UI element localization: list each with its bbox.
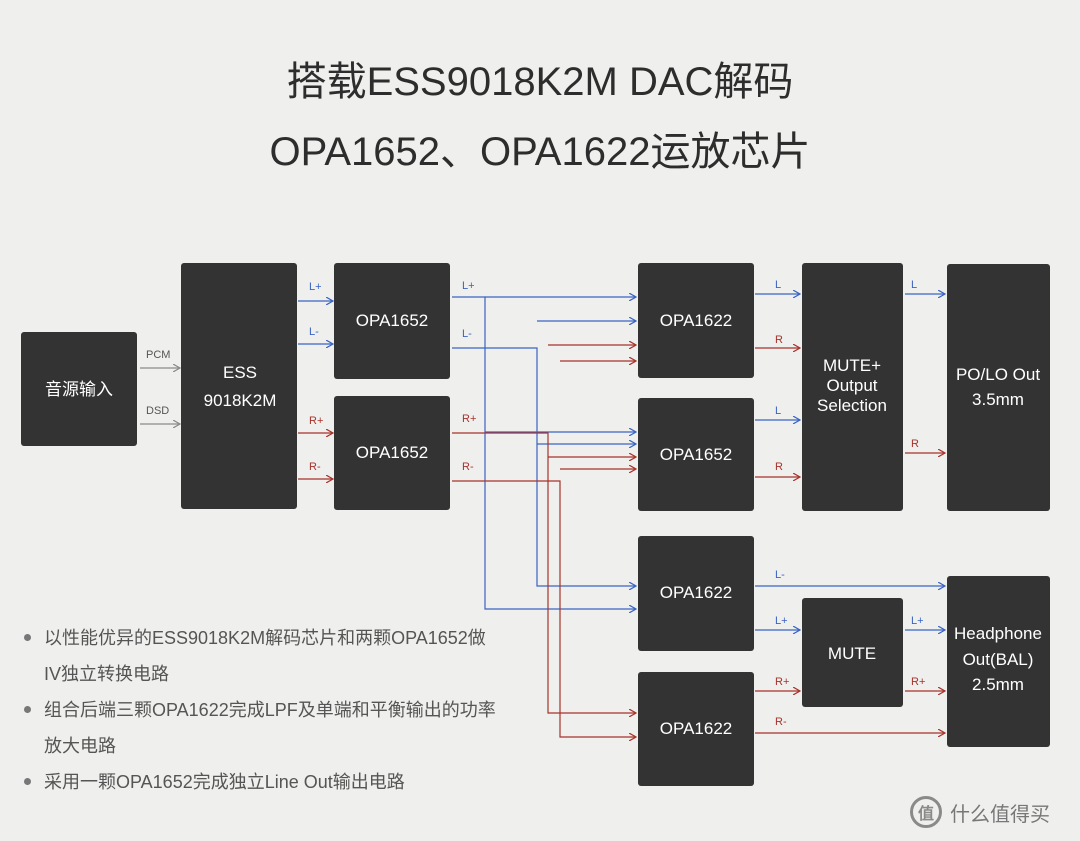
block-mute-sel-label-1: MUTE+ (823, 356, 881, 375)
bus-lplus (452, 296, 636, 609)
label-bus-lplus: L+ (462, 280, 475, 292)
block-hp-label-3: 2.5mm (972, 675, 1024, 694)
feature-item: 采用一颗OPA1652完成独立Line Out输出电路 (22, 764, 502, 800)
block-hp-label-2: Out(BAL) (963, 650, 1034, 669)
block-opa1622-a: OPA1622 (638, 263, 754, 378)
label-dac-rminus: R- (309, 461, 321, 473)
block-opa1652-bottom-label: OPA1652 (356, 443, 428, 462)
label-pcm: PCM (146, 349, 170, 361)
label-dsd: DSD (146, 405, 169, 417)
bus-lminus (452, 347, 636, 586)
block-mute-output-selection: MUTE+ Output Selection (802, 263, 903, 511)
watermark-text: 什么值得买 (950, 803, 1050, 826)
label-bal-rplus: R+ (775, 676, 789, 688)
block-dac-label-2: 9018K2M (204, 391, 277, 410)
block-po-lo-label-1: PO/LO Out (956, 365, 1040, 384)
label-hp-lplus: L+ (911, 615, 924, 627)
label-dac-lminus: L- (309, 326, 319, 338)
bullet-dot-icon (24, 778, 31, 785)
feature-text: 组合后端三颗OPA1622完成LPF及单端和平衡输出的功率放大电路 (44, 700, 496, 756)
label-dac-rplus: R+ (309, 415, 323, 427)
title-line-1: 搭载ESS9018K2M DAC解码 (286, 60, 794, 104)
block-mute-sel-label-2: Output (826, 376, 877, 395)
block-opa1622-b-label: OPA1622 (660, 583, 732, 602)
label-dac-lplus: L+ (309, 281, 322, 293)
watermark-logo-icon: 值 (910, 796, 942, 828)
bus-rplus (452, 432, 636, 713)
block-po-lo-label-2: 3.5mm (972, 390, 1024, 409)
bullet-dot-icon (24, 706, 31, 713)
block-opa1622-b: OPA1622 (638, 536, 754, 651)
label-bal-lplus: L+ (775, 615, 788, 627)
feature-item: 组合后端三颗OPA1622完成LPF及单端和平衡输出的功率放大电路 (22, 692, 502, 764)
block-opa1622-a-label: OPA1622 (660, 311, 732, 330)
label-sel-in-r2: R (775, 461, 783, 473)
label-bal-rminus: R- (775, 716, 787, 728)
block-mute-sel-label-3: Selection (817, 396, 887, 415)
feature-item: 以性能优异的ESS9018K2M解码芯片和两颗OPA1652做IV独立转换电路 (22, 620, 502, 692)
label-sel-in-l1: L (775, 279, 781, 291)
block-opa1652-mid: OPA1652 (638, 398, 754, 511)
block-opa1652-top-label: OPA1652 (356, 311, 428, 330)
block-opa1622-c-label: OPA1622 (660, 719, 732, 738)
label-bal-lminus: L- (775, 569, 785, 581)
block-mute: MUTE (802, 598, 903, 707)
block-audio-input-label: 音源输入 (45, 380, 113, 399)
block-opa1622-c: OPA1622 (638, 672, 754, 786)
block-mute-label: MUTE (828, 644, 876, 663)
watermark: 值 什么值得买 (910, 796, 1050, 828)
block-audio-input: 音源输入 (21, 332, 137, 446)
block-opa1652-mid-label: OPA1652 (660, 445, 732, 464)
label-bus-rminus: R- (462, 461, 474, 473)
block-po-lo-out: PO/LO Out 3.5mm (947, 264, 1050, 511)
label-hp-rplus: R+ (911, 676, 925, 688)
label-polo-r: R (911, 438, 919, 450)
block-headphone-out: Headphone Out(BAL) 2.5mm (947, 576, 1050, 747)
label-sel-in-r1: R (775, 334, 783, 346)
label-polo-l: L (911, 279, 917, 291)
feature-list: 以性能优异的ESS9018K2M解码芯片和两颗OPA1652做IV独立转换电路 … (22, 620, 502, 800)
label-sel-in-l2: L (775, 405, 781, 417)
block-opa1652-bottom: OPA1652 (334, 396, 450, 510)
block-dac-label-1: ESS (223, 363, 257, 382)
label-bus-lminus: L- (462, 328, 472, 340)
block-opa1652-top: OPA1652 (334, 263, 450, 379)
title-line-2: OPA1652、OPA1622运放芯片 (269, 130, 811, 174)
block-dac: ESS 9018K2M (181, 263, 297, 509)
label-bus-rplus: R+ (462, 413, 476, 425)
block-hp-label-1: Headphone (954, 624, 1042, 643)
bus-rminus (452, 480, 636, 737)
bullet-dot-icon (24, 634, 31, 641)
feature-text: 以性能优异的ESS9018K2M解码芯片和两颗OPA1652做IV独立转换电路 (44, 628, 486, 684)
feature-text: 采用一颗OPA1652完成独立Line Out输出电路 (44, 772, 405, 792)
